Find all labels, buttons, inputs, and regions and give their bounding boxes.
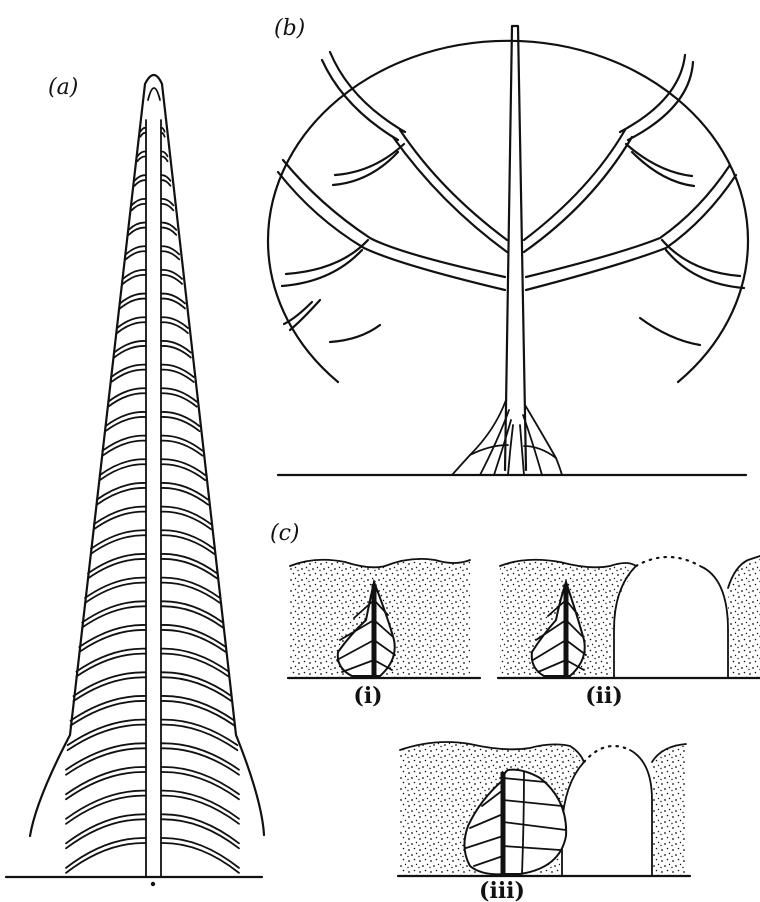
panel-a-dot — [151, 882, 155, 886]
panel-a-label: (a) — [48, 75, 78, 100]
panel-a-vein-left — [135, 175, 146, 186]
panel-a-vein-left — [111, 365, 146, 382]
panel-b-label: (b) — [274, 16, 305, 41]
panel-a-vein-right — [161, 554, 217, 578]
panel-a-vein-left — [82, 601, 146, 627]
panel-a-vein-left — [88, 554, 146, 578]
panel-a-vein-left — [66, 838, 146, 873]
panel-a-vein-left — [137, 152, 146, 162]
panel-a-vein-left — [120, 294, 146, 309]
panel-a-vein-right — [161, 223, 176, 235]
panel-a-vein-left — [66, 791, 146, 824]
panel-a-vein-left — [129, 223, 146, 235]
panel-a-vein-right — [161, 791, 239, 824]
panel-a-vein-right — [161, 483, 208, 505]
panel-a-vein-right — [161, 294, 185, 309]
panel-a-vein-left — [123, 270, 146, 284]
panel-a-vein-right — [161, 341, 191, 358]
panel-a-vein-right — [161, 767, 239, 799]
panel-a-vein-right — [161, 696, 234, 726]
panel-a-vein-right — [161, 838, 239, 873]
panel-a-vein-right — [161, 507, 211, 530]
panel-c-ii-label: (ii) — [585, 683, 623, 709]
panel-a-vein-right — [161, 412, 200, 431]
panel-a-vein-right — [161, 270, 182, 284]
panel-a-veins — [66, 128, 239, 873]
panel-a-leaf-tip — [148, 88, 160, 100]
panel-a-vein-left — [79, 625, 146, 652]
panel-a-vein-right — [161, 152, 168, 162]
panel-a-vein-right — [161, 317, 188, 333]
panel-a-vein-left — [66, 743, 146, 774]
panel-a-vein-right — [161, 743, 239, 774]
panel-a-vein-right — [161, 530, 214, 554]
panel-c-iii-label: (iii) — [479, 878, 525, 902]
panel-a-vein-right — [161, 625, 226, 652]
panel-a-vein-left — [105, 412, 146, 431]
panel-a-vein-right — [161, 436, 202, 456]
panel-a-vein-left — [71, 696, 146, 726]
panel-c-label: (c) — [270, 521, 300, 546]
panel-c-i-label: (i) — [353, 683, 382, 709]
panel-a-vein-right — [161, 246, 179, 259]
panel-b-stem — [505, 26, 526, 470]
panel-c-iii: (iii) — [398, 742, 690, 902]
panel-a-vein-right — [161, 720, 237, 751]
panel-c: (c) (i) (ii) — [270, 521, 760, 902]
panel-a-vein-left — [94, 507, 146, 530]
panel-a-vein-left — [85, 578, 146, 603]
panel-a-vein-left — [117, 317, 146, 333]
panel-a-vein-right — [161, 175, 170, 186]
panel-b: (b) — [268, 16, 748, 475]
panel-a-vein-right — [161, 578, 220, 603]
panel-a-vein-left — [126, 246, 146, 259]
panel-a-vein-left — [97, 483, 146, 505]
panel-c-ii: (ii) — [498, 556, 760, 709]
panel-a-vein-right — [161, 459, 205, 480]
panel-a-vein-left — [100, 459, 146, 480]
panel-a-vein-left — [91, 530, 146, 554]
panel-a-vein-right — [161, 365, 194, 382]
panel-a-vein-left — [66, 767, 146, 799]
panel-a-vein-right — [161, 199, 173, 210]
panel-a-vein-left — [108, 388, 146, 406]
panel-a-vein-left — [103, 436, 146, 456]
panel-a: (a) — [6, 75, 264, 886]
panel-a-vein-right — [161, 388, 197, 406]
panel-a-vein-left — [114, 341, 146, 358]
panel-a-vein-right — [161, 601, 223, 627]
panel-a-vein-left — [132, 199, 146, 210]
panel-a-vein-left — [68, 720, 146, 751]
panel-c-i: (i) — [288, 559, 480, 709]
